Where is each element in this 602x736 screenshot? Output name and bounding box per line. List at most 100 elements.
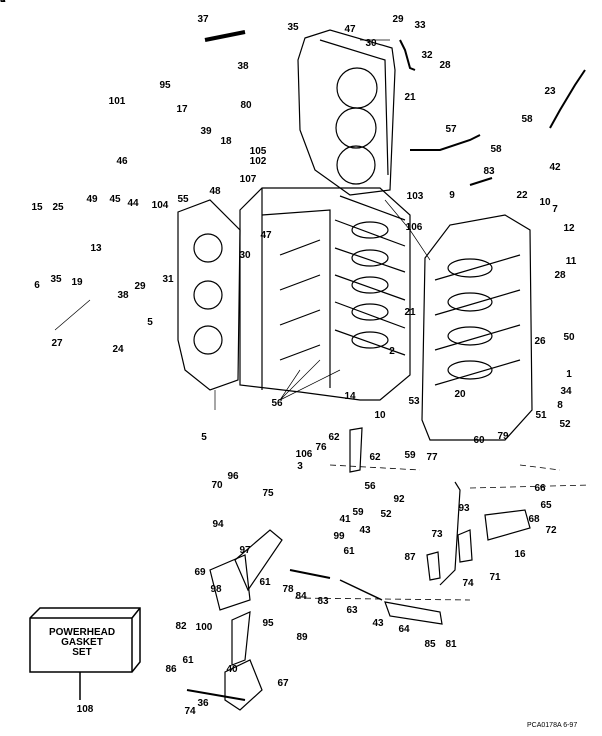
callout-number: 47 (260, 230, 272, 241)
callout-number: 43 (359, 525, 371, 536)
callout-number: 82 (175, 621, 187, 632)
callout-number: 58 (521, 114, 533, 125)
callout-number: 46 (116, 156, 128, 167)
callout-number: 92 (393, 494, 405, 505)
callout-number: 106 (405, 222, 423, 233)
callout-number: 56 (364, 481, 376, 492)
callout-number: 24 (112, 344, 124, 355)
callout-number: 2 (389, 346, 395, 357)
callout-number: 63 (346, 605, 358, 616)
callout-number: 99 (333, 531, 345, 542)
callout-number: 5 (201, 432, 207, 443)
callout-number: 57 (445, 124, 457, 135)
callout-number: 89 (296, 632, 308, 643)
callout-number: 30 (365, 38, 377, 49)
callout-number: 18 (220, 136, 232, 147)
callout-number: 83 (483, 166, 495, 177)
callout-number: 28 (439, 60, 451, 71)
gasket-kit-box-shape (29, 607, 141, 700)
callout-number: 74 (462, 578, 474, 589)
callout-number: 69 (194, 567, 206, 578)
callout-number: 67 (277, 678, 289, 689)
footer-date: 6-97 (563, 722, 578, 729)
callout-number: 68 (528, 514, 540, 525)
callout-number: 61 (343, 546, 355, 557)
callout-number: 12 (563, 223, 575, 234)
callout-number: 84 (295, 591, 307, 602)
callout-number: 40 (226, 664, 238, 675)
callout-number: 3 (297, 461, 303, 472)
callout-number: 56 (271, 398, 283, 409)
callout-number: 94 (212, 519, 224, 530)
callout-number: 10 (539, 197, 551, 208)
callout-number: 45 (109, 194, 121, 205)
callout-number: 86 (165, 664, 177, 675)
callout-number: 16 (514, 549, 526, 560)
callout-number: 76 (315, 442, 327, 453)
callout-number: 106 (295, 449, 313, 460)
head-gasket-shape (297, 29, 396, 196)
callout-number: 37 (197, 14, 209, 25)
callout-number: 35 (50, 274, 62, 285)
callout-number: 52 (380, 509, 392, 520)
callout-number: 28 (554, 270, 566, 281)
callout-number: 87 (404, 552, 416, 563)
callout-number: 78 (282, 584, 294, 595)
callout-number: 61 (259, 577, 271, 588)
callout-number: 30 (239, 250, 251, 261)
callout-number: 41 (339, 514, 351, 525)
callout-number: 20 (454, 389, 466, 400)
callout-number: 107 (239, 174, 257, 185)
crankcase-block-shape (239, 187, 411, 401)
callout-number: 48 (209, 186, 221, 197)
callout-number: 38 (237, 61, 249, 72)
callout-number: 14 (344, 391, 356, 402)
callout-number: 43 (0, 0, 6, 5)
callout-number: 41 (0, 0, 6, 5)
kit-label-line1: POWERHEAD (48, 627, 116, 638)
callout-number: 25 (52, 202, 64, 213)
callout-number: 70 (211, 480, 223, 491)
callout-number: 8 (557, 400, 563, 411)
callout-number: 9 (449, 190, 455, 201)
callout-number: 55 (177, 194, 189, 205)
footer: PCA0178A 6-97 (527, 722, 577, 729)
callout-number: 10 (374, 410, 386, 421)
callout-number: 65 (540, 500, 552, 511)
callout-number: 13 (90, 243, 102, 254)
callout-number: 50 (563, 332, 575, 343)
callout-number: 58 (490, 144, 502, 155)
callout-number: 79 (497, 431, 509, 442)
callout-number: 27 (51, 338, 63, 349)
callout-number: 95 (262, 618, 274, 629)
throttle-linkage-shape (186, 427, 531, 711)
callout-number: 35 (287, 22, 299, 33)
leader-lines (54, 39, 431, 410)
callout-number: 93 (458, 503, 470, 514)
callout-number: 33 (414, 20, 426, 31)
callout-number: 61 (182, 655, 194, 666)
cylinder-head-shape (177, 199, 241, 391)
callout-number: 100 (195, 622, 213, 633)
callout-number: 83 (317, 596, 329, 607)
callout-number: 71 (489, 572, 501, 583)
kit-number: 108 (76, 704, 94, 715)
callout-number: 103 (406, 191, 424, 202)
crankcase-cover-shape (421, 214, 533, 441)
callout-number: 6 (34, 280, 40, 291)
callout-number: 36 (197, 698, 209, 709)
callout-number: 60 (473, 435, 485, 446)
callout-number: 32 (421, 50, 433, 61)
callout-number: 22 (516, 190, 528, 201)
callout-number: 74 (184, 706, 196, 717)
callout-number: 72 (545, 525, 557, 536)
callout-number: 39 (200, 126, 212, 137)
callout-number: 75 (262, 488, 274, 499)
callout-number: 59 (404, 450, 416, 461)
callout-number: 47 (344, 24, 356, 35)
callout-number: 62 (328, 432, 340, 443)
callout-number: 34 (560, 386, 572, 397)
gasket-kit-label: POWERHEAD GASKET SET (30, 628, 134, 658)
callout-number: 29 (134, 281, 146, 292)
